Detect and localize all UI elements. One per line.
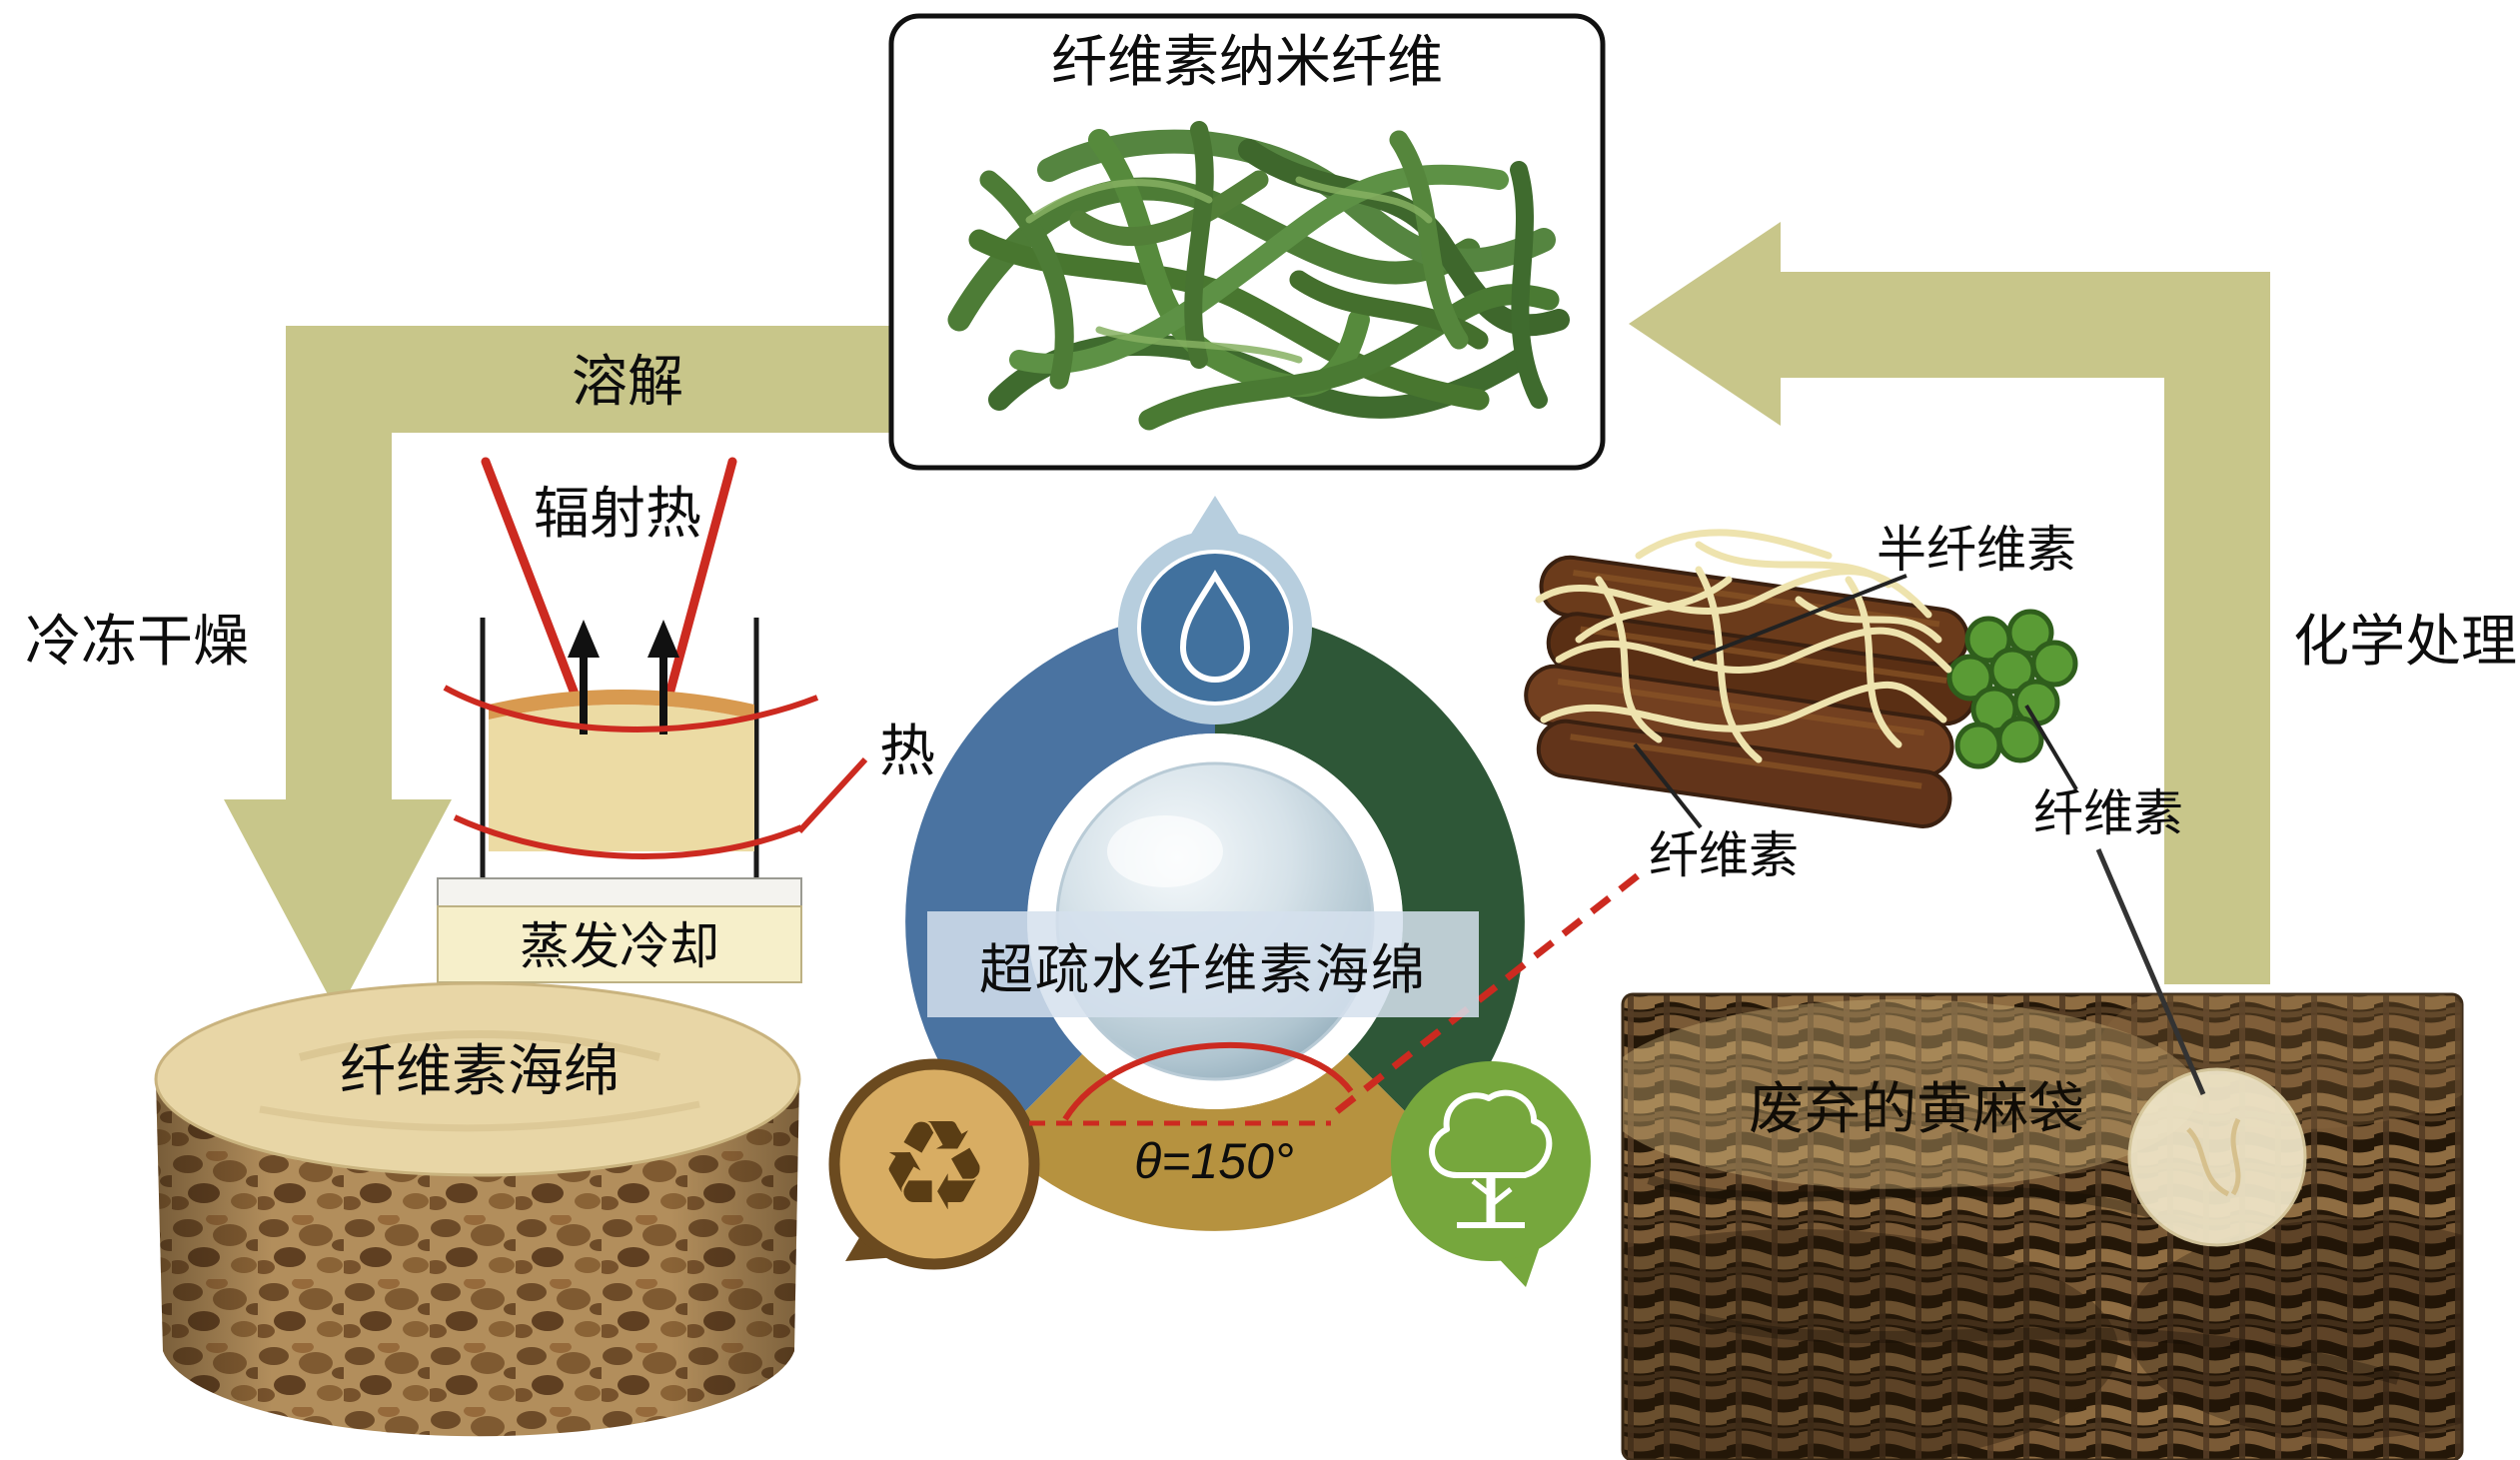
svg-text:♻: ♻ <box>878 1094 990 1239</box>
heat-label: 热 <box>879 720 935 782</box>
fiber-highlight-spot <box>2127 1067 2307 1247</box>
recycle-icon: ♻ <box>828 1058 1040 1270</box>
radiant-heat-label: 辐射热 <box>534 482 701 545</box>
cellulose-label-bundle: 纤维素 <box>1649 827 1799 883</box>
hemicellulose-label: 半纤维素 <box>1877 522 2076 578</box>
tree-icon <box>1391 1061 1591 1287</box>
dissolve-label: 溶解 <box>572 350 683 413</box>
superhydrophobic-sponge-label: 超疏水纤维素海绵 <box>927 911 1479 1017</box>
water-drop-icon <box>1118 496 1312 725</box>
jute-photo <box>1621 992 2464 1460</box>
nanofiber-box <box>888 13 1606 471</box>
evaporator-apparatus <box>437 457 868 983</box>
cellulose-cross-sections <box>1946 609 2078 769</box>
evaporative-cooling-label: 蒸发冷却 <box>520 918 719 975</box>
chemical-treatment-label: 化学处理 <box>2293 610 2517 673</box>
waste-jute-bag-label: 废弃的黄麻袋 <box>1749 1077 2084 1140</box>
nanofiber-tangle <box>947 121 1570 431</box>
contact-angle-marks <box>1029 1041 1354 1126</box>
nanofiber-box-title: 纤维素纳米纤维 <box>1051 30 1443 93</box>
fiber-bundle <box>1524 529 2078 828</box>
contact-angle-label: θ=150° <box>1134 1133 1294 1189</box>
chemical-treatment-arrow <box>1629 222 2270 984</box>
cellulose-sponge-label: 纤维素海绵 <box>340 1039 620 1102</box>
cellulose-label-cross-section: 纤维素 <box>2033 785 2183 841</box>
freeze-dry-arrow <box>224 326 889 1013</box>
pointer-lines <box>1334 574 2206 1114</box>
sponge-photo <box>154 981 801 1437</box>
freeze-dry-label: 冷冻干燥 <box>25 610 249 673</box>
hemicellulose-threads <box>1535 529 1952 763</box>
